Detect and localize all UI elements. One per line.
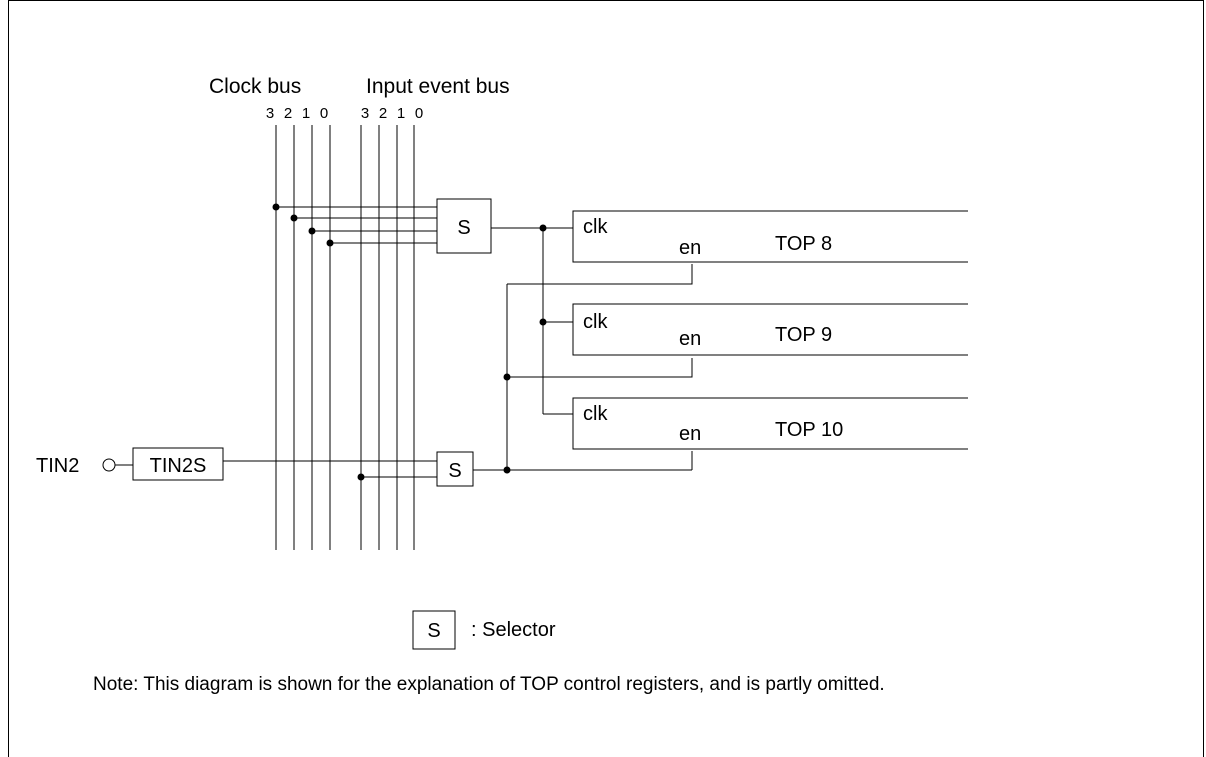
- input-selector-wires: [223, 460, 437, 481]
- enable-distribution-wires: [473, 264, 693, 474]
- input-event-bus-label: Input event bus: [366, 75, 510, 98]
- diagram-frame: [8, 0, 1204, 757]
- input-bus-line-1: 1: [397, 105, 405, 122]
- legend-selector-symbol-label: S: [427, 620, 440, 642]
- clock-bus-line-1: 1: [302, 105, 310, 122]
- top-10-en-label: en: [679, 423, 701, 445]
- clock-bus-line-2: 2: [284, 105, 292, 122]
- register-top-10: [572, 397, 968, 450]
- tin2-pin-icon: [102, 458, 116, 472]
- clock-bus-label: Clock bus: [209, 75, 301, 98]
- tin2-pin-label: TIN2: [36, 455, 79, 477]
- input-event-bus-wires: [360, 125, 415, 550]
- clock-selector-inputs: [272, 203, 437, 247]
- clock-selector: [436, 198, 492, 254]
- register-top-9: [572, 303, 968, 356]
- tin2s-block: [132, 447, 224, 481]
- top-8-en-label: en: [679, 237, 701, 259]
- register-top-8: [572, 210, 968, 263]
- clock-bus-line-0: 0: [320, 105, 328, 122]
- clock-bus-line-3: 3: [266, 105, 274, 122]
- tin2s-block-label: TIN2S: [150, 455, 207, 477]
- top-10-name: TOP 10: [775, 419, 843, 441]
- top-10-clk-label: clk: [583, 403, 608, 425]
- clock-selector-label: S: [457, 217, 470, 239]
- legend-selector-text: : Selector: [471, 619, 556, 641]
- input-bus-line-3: 3: [361, 105, 369, 122]
- top-8-name: TOP 8: [775, 233, 832, 255]
- top-8-clk-label: clk: [583, 216, 608, 238]
- top-9-name: TOP 9: [775, 324, 832, 346]
- diagram-note: Note: This diagram is shown for the expl…: [93, 674, 885, 695]
- input-bus-line-0: 0: [415, 105, 423, 122]
- clock-bus-wires: [275, 125, 331, 550]
- clock-distribution-wires: [491, 224, 573, 415]
- input-event-selector-label: S: [448, 460, 461, 482]
- legend-selector-symbol: [412, 610, 456, 650]
- top-9-en-label: en: [679, 328, 701, 350]
- input-event-selector: [436, 451, 474, 487]
- top-9-clk-label: clk: [583, 311, 608, 333]
- input-bus-line-2: 2: [379, 105, 387, 122]
